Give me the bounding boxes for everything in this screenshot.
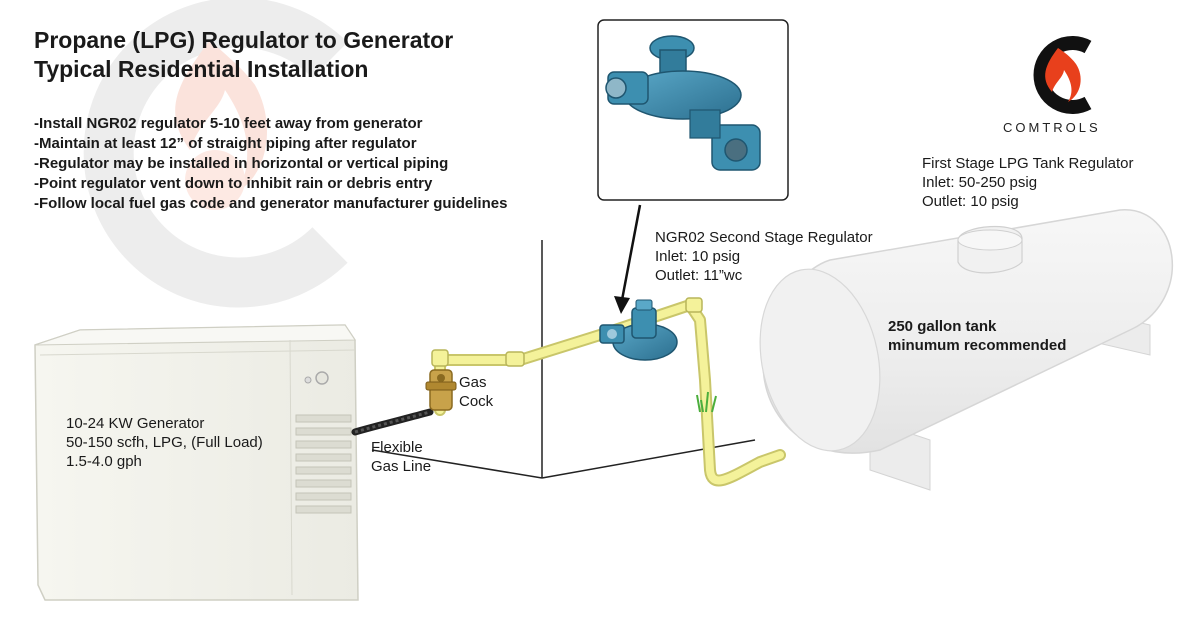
generator-label-line-3: 1.5-4.0 gph xyxy=(66,453,142,470)
generator-label-line-1: 10-24 KW Generator xyxy=(66,415,205,432)
ngr02-name: NGR02 Second Stage Regulator xyxy=(655,229,873,246)
pointer-arrow xyxy=(614,204,642,314)
generator-vents xyxy=(295,414,352,514)
grass-tuft xyxy=(696,391,717,413)
ngr02-inlet: Inlet: 10 psig xyxy=(655,248,741,265)
ngr02-outlet: Outlet: 11”wc xyxy=(655,267,743,284)
tank-regulator-name: First Stage LPG Tank Regulator xyxy=(922,155,1134,172)
tank-regulator-inlet: Inlet: 50-250 psig xyxy=(922,174,1038,191)
generator-label-line-2: 50-150 scfh, LPG, (Full Load) xyxy=(66,434,263,451)
comtrols-logo xyxy=(1033,36,1092,114)
title-line-1: Propane (LPG) Regulator to Generator xyxy=(34,27,454,53)
tank-label-line-2: minumum recommended xyxy=(888,337,1067,354)
instruction-item: -Point regulator vent down to inhibit ra… xyxy=(34,175,433,192)
tank-label-line-1: 250 gallon tank xyxy=(888,318,997,335)
generator-label: 10-24 KW Generator 50-150 scfh, LPG, (Fu… xyxy=(66,414,263,471)
regulator-photo-inset xyxy=(597,19,789,201)
page-title: Propane (LPG) Regulator to Generator Typ… xyxy=(34,26,453,84)
gas-cock-label-line-1: Gas xyxy=(459,374,487,391)
tank-regulator-outlet: Outlet: 10 psig xyxy=(922,193,1019,210)
gas-cock-label: Gas Cock xyxy=(459,373,493,411)
ngr02-regulator xyxy=(599,299,678,361)
instruction-item: -Regulator may be installed in horizonta… xyxy=(34,155,449,172)
logo-wordmark: COMTROLS xyxy=(1003,120,1101,135)
watermark-logo xyxy=(83,0,348,308)
flexible-gas-line xyxy=(351,408,434,436)
regulator-photo xyxy=(605,35,761,171)
instruction-item: -Install NGR02 regulator 5-10 feet away … xyxy=(34,115,423,132)
flex-line-label-line-1: Flexible xyxy=(371,439,423,456)
tank-label: 250 gallon tank minumum recommended xyxy=(888,317,1066,355)
gas-cock-valve xyxy=(425,369,457,411)
generator xyxy=(34,324,359,601)
gas-cock-label-line-2: Cock xyxy=(459,393,494,410)
flex-line-label-line-2: Gas Line xyxy=(371,458,432,475)
instruction-item: -Maintain at least 12” of straight pipin… xyxy=(34,135,417,152)
tank-regulator-label: First Stage LPG Tank Regulator Inlet: 50… xyxy=(922,154,1134,211)
instruction-item: -Follow local fuel gas code and generato… xyxy=(34,195,508,212)
ngr02-label: NGR02 Second Stage Regulator Inlet: 10 p… xyxy=(655,228,873,285)
pipe-fittings xyxy=(431,297,703,367)
flex-line-label: Flexible Gas Line xyxy=(371,438,431,476)
title-line-2: Typical Residential Installation xyxy=(34,56,369,82)
propane-tank xyxy=(759,209,1174,491)
instruction-list: -Install NGR02 regulator 5-10 feet away … xyxy=(34,114,507,214)
